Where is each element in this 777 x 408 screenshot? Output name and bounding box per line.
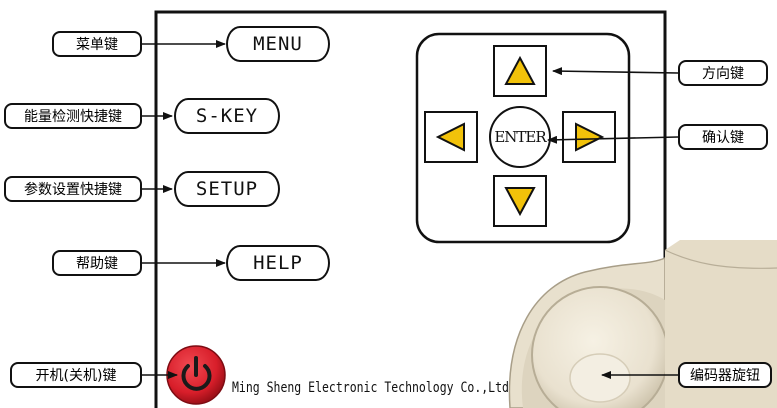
enter-key-label: ENTER: [494, 128, 546, 146]
right-key[interactable]: [562, 111, 616, 163]
power-icon: [181, 356, 212, 391]
up-key[interactable]: [493, 45, 547, 97]
left-arrow-icon: [435, 122, 465, 152]
leader-lines: [142, 40, 679, 379]
manufacturer-label: Ming Sheng Electronic Technology Co.,Ltd: [232, 378, 509, 396]
callout-encoder-knob: 编码器旋钮: [678, 362, 772, 388]
callout-power-key: 开机(关机)键: [10, 362, 142, 388]
left-key[interactable]: [424, 111, 478, 163]
callout-menu-key: 菜单键: [52, 31, 142, 57]
callout-setup-key: 参数设置快捷键: [4, 176, 142, 202]
callout-s-key: 能量检测快捷键: [4, 103, 142, 129]
callout-confirm-key: 确认键: [678, 124, 768, 150]
s-key[interactable]: S-KEY: [174, 98, 280, 134]
callout-direction-keys: 方向键: [678, 60, 768, 86]
right-arrow-icon: [575, 122, 605, 152]
menu-key[interactable]: MENU: [226, 26, 330, 62]
down-arrow-icon: [504, 187, 536, 217]
callout-help-key: 帮助键: [52, 250, 142, 276]
down-key[interactable]: [493, 175, 547, 227]
panel-frame: [154, 10, 667, 408]
up-arrow-icon: [504, 55, 536, 85]
setup-key[interactable]: SETUP: [174, 171, 280, 207]
help-key[interactable]: HELP: [226, 245, 330, 281]
